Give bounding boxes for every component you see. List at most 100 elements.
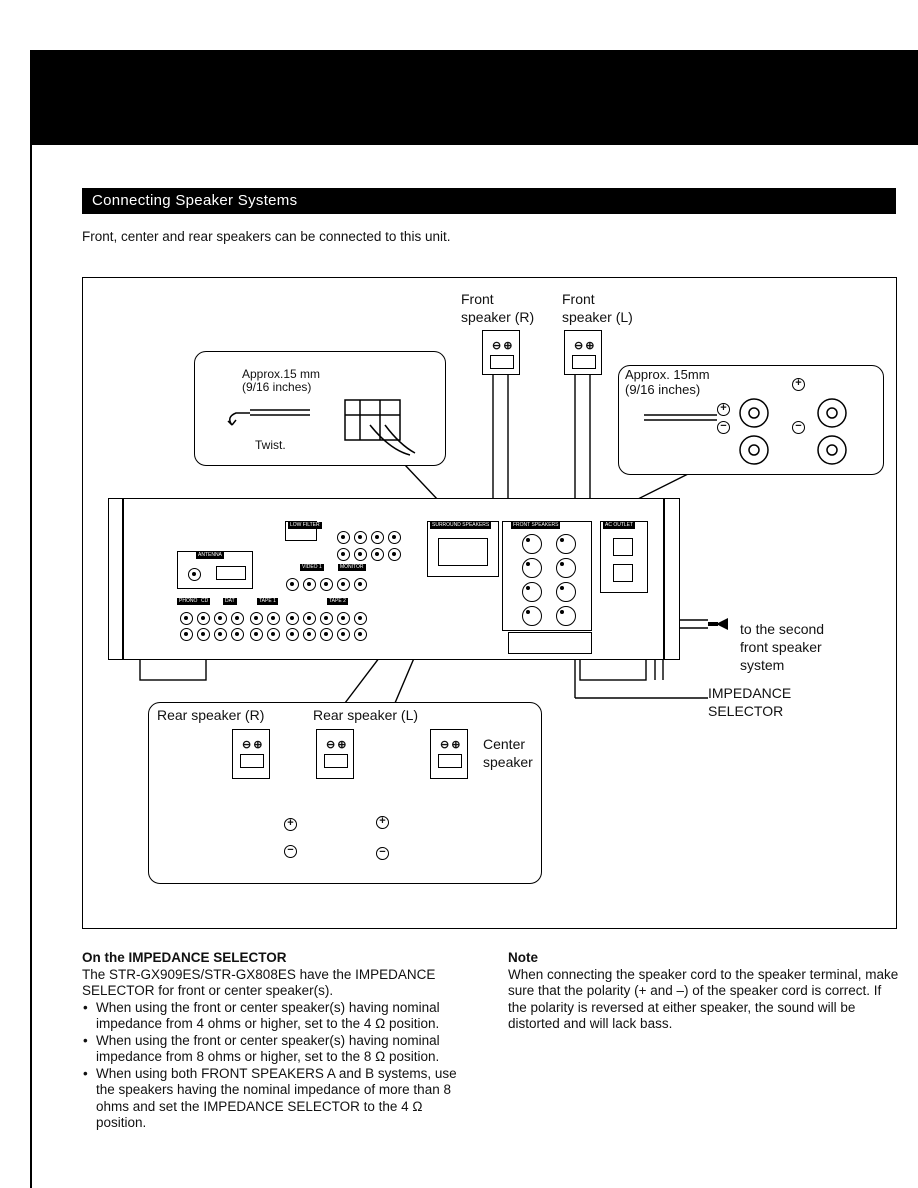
outlet-socket bbox=[613, 538, 633, 556]
speaker-terminal bbox=[324, 754, 348, 768]
front-speaker-r-label: Front speaker (R) bbox=[461, 291, 535, 325]
rca-jack bbox=[354, 612, 367, 625]
rca-jack bbox=[371, 548, 384, 561]
speaker-terminal bbox=[240, 754, 264, 768]
video1-label: VIDEO 1 bbox=[300, 564, 324, 571]
binding-post-illustration bbox=[644, 398, 847, 465]
center-speaker-label: Center speaker bbox=[483, 736, 533, 770]
list-item: When using both FRONT SPEAKERS A and B s… bbox=[83, 1066, 474, 1132]
phono-label: PHONO bbox=[177, 598, 200, 605]
rca-jack bbox=[354, 628, 367, 641]
audio-input-jacks: PHONO CD DAT TAPE 1 TAPE 2 bbox=[177, 598, 367, 646]
front-speaker-terminals: FRONT SPEAKERS bbox=[502, 521, 592, 631]
impedance-selector-section: On the IMPEDANCE SELECTOR The STR-GX909E… bbox=[82, 950, 474, 1132]
rca-jack bbox=[354, 578, 367, 591]
speaker-terminal bbox=[438, 754, 462, 768]
plus-terminal-icon: + bbox=[717, 403, 730, 416]
front-binding-post bbox=[522, 534, 542, 554]
dat-label: DAT bbox=[223, 598, 237, 605]
speaker-terminal bbox=[490, 355, 514, 369]
front-binding-post bbox=[522, 582, 542, 602]
rca-jack bbox=[197, 628, 210, 641]
speaker-terminal bbox=[572, 355, 596, 369]
rca-jack bbox=[303, 628, 316, 641]
front-speakers-label: FRONT SPEAKERS bbox=[511, 522, 561, 529]
front-binding-post bbox=[522, 606, 542, 626]
front-speaker-r: ⊖⊕ bbox=[482, 330, 520, 375]
low-filter-label: LOW FILTER bbox=[288, 522, 322, 529]
twist-label: Twist. bbox=[255, 438, 286, 452]
strip-length-right-inches: (9/16 inches) bbox=[625, 382, 701, 397]
rear-speaker-r: ⊖⊕ bbox=[232, 729, 270, 779]
rca-jack bbox=[320, 578, 333, 591]
impedance-selector-label: IMPEDANCE SELECTOR bbox=[708, 685, 792, 719]
rca-jack bbox=[388, 531, 401, 544]
rca-jack bbox=[180, 628, 193, 641]
tape1-label: TAPE 1 bbox=[257, 598, 278, 605]
rca-jack bbox=[303, 578, 316, 591]
rca-jack bbox=[267, 612, 280, 625]
terminal-polarity: ⊖⊕ bbox=[574, 340, 597, 352]
plus-terminal-icon: + bbox=[376, 816, 389, 829]
antenna-label: ANTENNA bbox=[196, 552, 224, 559]
rca-jack bbox=[303, 612, 316, 625]
rca-jack bbox=[250, 612, 263, 625]
rca-jack bbox=[337, 548, 350, 561]
front-binding-post bbox=[556, 534, 576, 554]
rca-jack bbox=[337, 628, 350, 641]
note-title: Note bbox=[508, 950, 538, 965]
fm-jack bbox=[188, 568, 201, 581]
minus-terminal-icon: − bbox=[284, 845, 297, 858]
rca-jack bbox=[337, 578, 350, 591]
ac-outlet-label: AC OUTLET bbox=[603, 522, 636, 529]
rear-speaker-l: ⊖⊕ bbox=[316, 729, 354, 779]
front-binding-post bbox=[556, 558, 576, 578]
rca-jack bbox=[388, 548, 401, 561]
ac-outlet: AC OUTLET bbox=[600, 521, 648, 593]
plus-terminal-icon: + bbox=[284, 818, 297, 831]
terminal-polarity: ⊖⊕ bbox=[492, 340, 515, 352]
terminal-polarity: ⊖⊕ bbox=[440, 739, 463, 751]
rca-jack bbox=[286, 612, 299, 625]
rca-jack bbox=[267, 628, 280, 641]
second-system-label: to the second front speaker system bbox=[740, 621, 825, 673]
rca-jack bbox=[371, 531, 384, 544]
rear-speaker-r-label: Rear speaker (R) bbox=[157, 707, 265, 723]
header-bar bbox=[30, 50, 918, 145]
impedance-bullet-list: When using the front or center speaker(s… bbox=[82, 1000, 474, 1132]
wire-strip-callout bbox=[194, 351, 446, 466]
strip-length-inches: (9/16 inches) bbox=[242, 380, 312, 394]
rca-jack bbox=[231, 628, 244, 641]
minus-terminal-icon: − bbox=[792, 421, 805, 434]
note-section: Note When connecting the speaker cord to… bbox=[508, 950, 900, 1033]
margin-rule bbox=[30, 145, 32, 1188]
rca-jack bbox=[320, 628, 333, 641]
front-binding-post bbox=[556, 582, 576, 602]
front-binding-post bbox=[522, 558, 542, 578]
intro-text: Front, center and rear speakers can be c… bbox=[82, 229, 451, 244]
rca-jack bbox=[214, 628, 227, 641]
tape2-label: TAPE 2 bbox=[327, 598, 348, 605]
rca-jack bbox=[197, 612, 210, 625]
list-item: When using the front or center speaker(s… bbox=[83, 1000, 474, 1033]
antenna-terminal: ANTENNA bbox=[177, 551, 253, 589]
front-speaker-l-label: Front speaker (L) bbox=[562, 291, 633, 325]
wire-twist-illustration bbox=[227, 399, 416, 456]
terminal-polarity: ⊖⊕ bbox=[242, 739, 265, 751]
rca-jack bbox=[337, 531, 350, 544]
rca-jack bbox=[231, 612, 244, 625]
terminal-polarity: ⊖⊕ bbox=[326, 739, 349, 751]
connection-diagram bbox=[82, 277, 897, 929]
front-binding-post bbox=[556, 606, 576, 626]
rca-jack bbox=[180, 612, 193, 625]
section-heading: Connecting Speaker Systems bbox=[82, 188, 896, 214]
impedance-selector-switch bbox=[508, 632, 592, 654]
strip-length-right-label: Approx. 15mm bbox=[625, 367, 710, 382]
rear-speaker-l-label: Rear speaker (L) bbox=[313, 707, 419, 723]
surround-terminal-block bbox=[438, 538, 488, 566]
impedance-section-title: On the IMPEDANCE SELECTOR bbox=[82, 950, 287, 965]
center-speaker: ⊖⊕ bbox=[430, 729, 468, 779]
minus-terminal-icon: − bbox=[376, 847, 389, 860]
antenna-connector bbox=[216, 566, 246, 580]
rca-jack bbox=[354, 531, 367, 544]
